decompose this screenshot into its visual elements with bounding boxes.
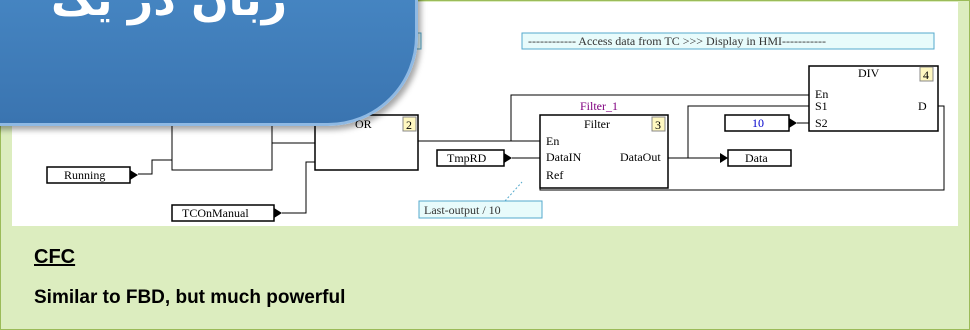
div-block-title: DIV <box>858 66 880 80</box>
filter-block[interactable]: Filter_1 Filter 3 En DataIN Ref DataOut <box>539 99 669 189</box>
caption-text: Similar to FBD, but much powerful <box>34 287 346 308</box>
output-data-label: Data <box>745 151 768 165</box>
div-block[interactable]: DIV 4 En S1 S2 D <box>808 65 939 132</box>
input-const-10-label: 10 <box>752 116 764 130</box>
input-tmprd[interactable]: TmpRD <box>436 149 512 167</box>
last-output-comment: Last-output / 10 <box>418 200 543 219</box>
div-block-order: 4 <box>923 68 929 82</box>
last-output-comment-text: Last-output / 10 <box>424 203 501 217</box>
filter-block-title: Filter <box>584 117 610 131</box>
output-data[interactable]: Data <box>720 149 792 167</box>
div-input-s1: S1 <box>815 99 828 113</box>
input-tconmanual[interactable]: TCOnManual <box>171 204 282 222</box>
input-const-10[interactable]: 10 <box>724 114 797 132</box>
filter-input-datain: DataIN <box>546 150 582 164</box>
banner-text: ------------ Access data from TC >>> Dis… <box>528 34 826 48</box>
div-input-s2: S2 <box>815 116 828 130</box>
banner-comment: ------------ Access data from TC >>> Dis… <box>521 32 935 50</box>
div-input-en: En <box>815 87 828 101</box>
div-output-d: D <box>918 99 927 113</box>
filter-instance-name: Filter_1 <box>580 99 618 113</box>
title-ribbon: زبان در یک <box>0 0 418 126</box>
input-running-label: Running <box>64 168 105 182</box>
or-block-title: OR <box>355 117 372 131</box>
input-tconmanual-label: TCOnManual <box>182 206 249 220</box>
caption-title: CFC <box>34 246 76 268</box>
ribbon-text: زبان در یک <box>50 0 288 26</box>
filter-block-order: 3 <box>655 118 661 132</box>
filter-input-en: En <box>546 134 559 148</box>
filter-output-dataout: DataOut <box>620 150 661 164</box>
or-block-order: 2 <box>406 118 412 132</box>
input-running[interactable]: Running <box>46 166 138 184</box>
filter-input-ref: Ref <box>546 168 563 182</box>
input-tmprd-label: TmpRD <box>447 151 487 165</box>
